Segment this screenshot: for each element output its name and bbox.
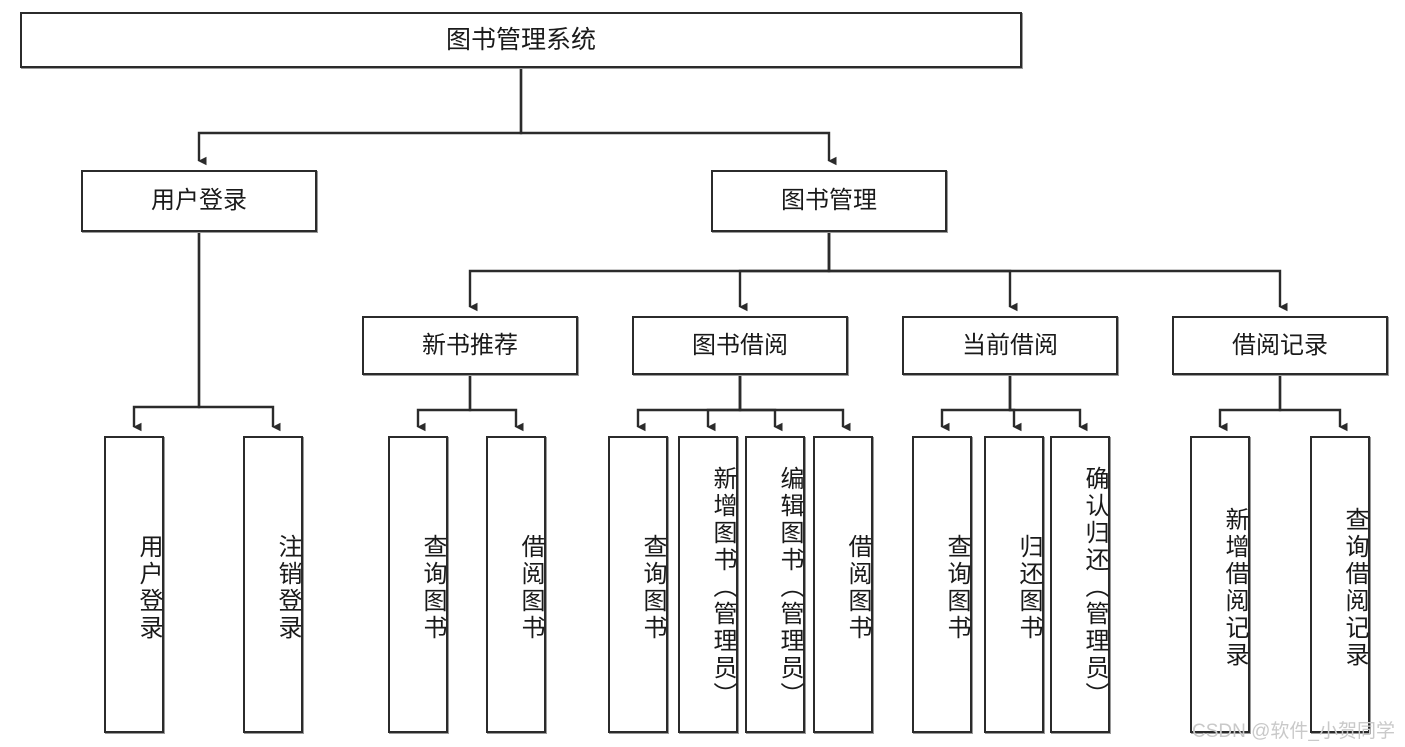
node-label: 用户登录	[135, 533, 162, 642]
node-label: 借阅图书	[517, 533, 544, 642]
node-label: 归还图书	[1015, 533, 1042, 642]
node-label: 图书管理系统	[445, 25, 596, 54]
edge-l2_1-to-l3_1	[738, 232, 831, 312]
edge-l2_0-to-leaf_1	[197, 232, 281, 432]
node-l2_0[interactable]: 用户登录	[81, 170, 317, 232]
node-label: 注销登录	[274, 533, 301, 642]
node-label: 图书借阅	[692, 331, 788, 359]
node-label: 当前借阅	[962, 331, 1058, 359]
node-l3_0[interactable]: 新书推荐	[362, 316, 578, 375]
edge-l3_0-to-leaf_3	[468, 375, 524, 432]
node-label: 新增图书（管理员）	[709, 466, 736, 709]
edge-l3_1-to-leaf_4	[636, 375, 742, 432]
node-label: 借阅图书	[844, 533, 871, 642]
node-label: 新增借阅记录	[1221, 506, 1248, 669]
edge-l3_1-to-leaf_7	[738, 375, 851, 432]
node-l3_3[interactable]: 借阅记录	[1172, 316, 1388, 375]
node-label: 查询图书	[639, 533, 666, 642]
edge-l2_1-to-l3_3	[827, 232, 1288, 312]
edge-l2_1-to-l3_2	[827, 232, 1018, 312]
node-leaf_9[interactable]: 归还图书	[984, 436, 1044, 733]
node-label: 查询图书	[419, 533, 446, 642]
node-label: 图书管理	[781, 187, 877, 215]
edge-l3_3-to-leaf_11	[1218, 375, 1282, 432]
node-leaf_3[interactable]: 借阅图书	[486, 436, 546, 733]
edge-l3_2-to-leaf_10	[1008, 375, 1088, 432]
node-label: 新书推荐	[422, 331, 518, 359]
node-leaf_10[interactable]: 确认归还（管理员）	[1050, 436, 1110, 733]
edge-l3_3-to-leaf_12	[1278, 375, 1348, 432]
node-leaf_8[interactable]: 查询图书	[912, 436, 972, 733]
node-leaf_12[interactable]: 查询借阅记录	[1310, 436, 1370, 733]
node-label: 查询借阅记录	[1341, 506, 1368, 669]
node-leaf_5[interactable]: 新增图书（管理员）	[678, 436, 738, 733]
edge-l2_0-to-leaf_0	[132, 232, 201, 432]
node-leaf_2[interactable]: 查询图书	[388, 436, 448, 733]
node-label: 确认归还（管理员）	[1081, 466, 1108, 709]
node-leaf_6[interactable]: 编辑图书（管理员）	[745, 436, 805, 733]
edge-root-to-l2_1	[519, 68, 837, 166]
node-leaf_1[interactable]: 注销登录	[243, 436, 303, 733]
edge-l3_1-to-leaf_5	[706, 375, 742, 432]
edge-l2_1-to-l3_0	[468, 232, 831, 312]
edge-root-to-l2_0	[197, 68, 523, 166]
edge-l3_2-to-leaf_8	[940, 375, 1012, 432]
node-label: 编辑图书（管理员）	[776, 466, 803, 709]
node-label: 借阅记录	[1232, 331, 1328, 359]
node-l2_1[interactable]: 图书管理	[711, 170, 947, 232]
node-leaf_7[interactable]: 借阅图书	[813, 436, 873, 733]
node-l3_1[interactable]: 图书借阅	[632, 316, 848, 375]
node-l3_2[interactable]: 当前借阅	[902, 316, 1118, 375]
edge-l3_1-to-leaf_6	[738, 375, 783, 432]
node-root[interactable]: 图书管理系统	[20, 12, 1022, 68]
node-leaf_0[interactable]: 用户登录	[104, 436, 164, 733]
node-label: 用户登录	[151, 187, 247, 215]
node-label: 查询图书	[943, 533, 970, 642]
edge-l3_0-to-leaf_2	[416, 375, 472, 432]
node-leaf_4[interactable]: 查询图书	[608, 436, 668, 733]
node-leaf_11[interactable]: 新增借阅记录	[1190, 436, 1250, 733]
